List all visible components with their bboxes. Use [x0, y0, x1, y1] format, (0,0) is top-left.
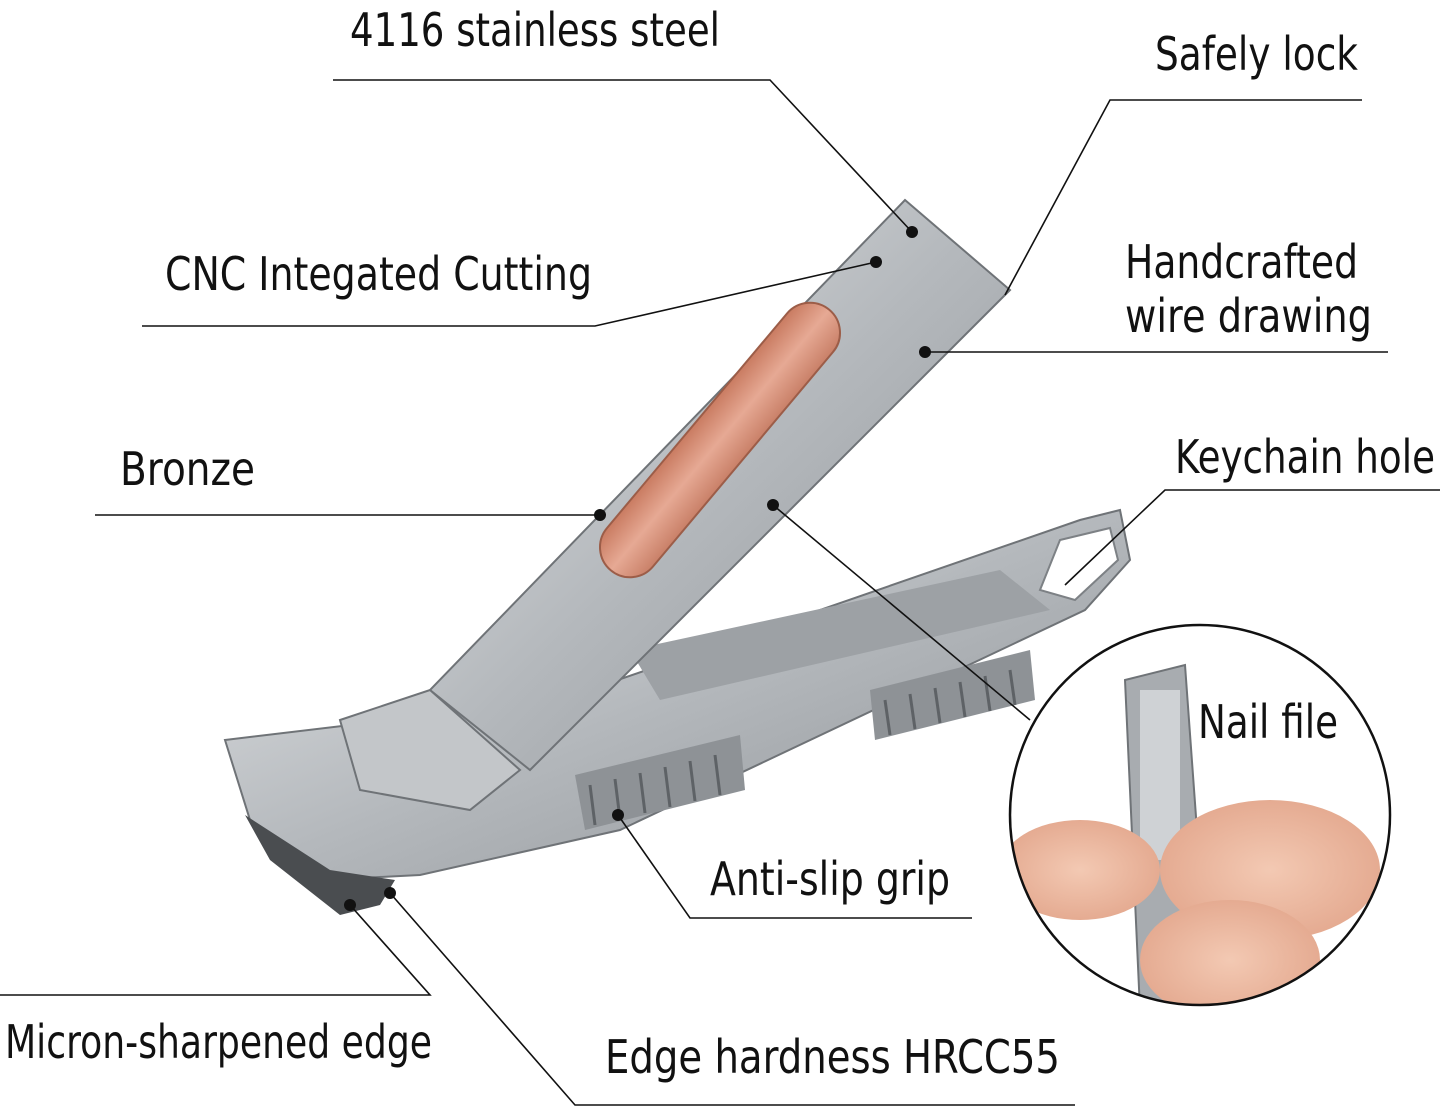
- label-keychain-hole: Keychain hole: [1175, 430, 1435, 484]
- nail-clipper-illustration: [223, 198, 1132, 915]
- leader-lines: [0, 79, 1440, 1106]
- clipper-jaw: [245, 815, 395, 915]
- label-anti-slip-grip: Anti-slip grip: [710, 852, 950, 906]
- inset-border: [1008, 623, 1392, 1007]
- clipper-keychain-frame: [1038, 526, 1120, 602]
- grip-ridges-right: [870, 650, 1035, 740]
- lever-hinge-block: [338, 688, 522, 812]
- clipper-blade: [630, 570, 1050, 700]
- label-nail-file: Nail file: [1198, 695, 1338, 749]
- label-edge-hardness: Edge hardness HRCC55: [605, 1030, 1060, 1084]
- nail-file-inset: [1008, 623, 1392, 1007]
- label-safely-lock: Safely lock: [1155, 27, 1358, 81]
- bronze-inlay: [599, 301, 841, 579]
- label-handcrafted: Handcrafted: [1125, 235, 1358, 289]
- label-micron-edge: Micron-sharpened edge: [5, 1015, 432, 1069]
- label-bronze: Bronze: [120, 442, 255, 496]
- label-wire-drawing: wire drawing: [1125, 289, 1372, 343]
- label-stainless-steel: 4116 stainless steel: [350, 3, 720, 57]
- label-cnc-cutting: CNC Integated Cutting: [165, 247, 592, 301]
